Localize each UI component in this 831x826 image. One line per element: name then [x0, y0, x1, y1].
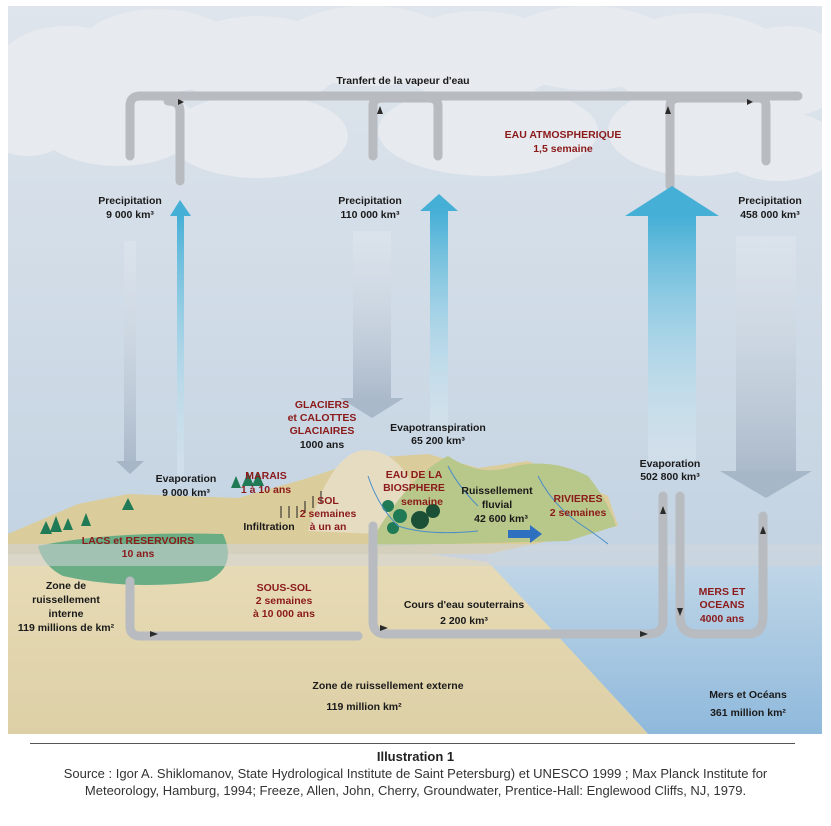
caption-source: Source : Igor A. Shiklomanov, State Hydr… [63, 766, 768, 798]
underground-value: 2 200 km³ [440, 615, 488, 627]
seas-line-3: 4000 ans [700, 613, 745, 625]
sol-time-1: 2 semaines [300, 508, 357, 520]
internal-zone-line-3: interne [48, 608, 83, 620]
precip-mid-value: 110 000 km³ [341, 209, 400, 221]
marais-label: MARAIS [245, 470, 286, 482]
green-hills [368, 456, 616, 546]
external-zone-label: Zone de ruissellement externe [312, 680, 463, 692]
evap-ocean-value: 502 800 km³ [640, 471, 700, 483]
vapour-transfer-label: Tranfert de la vapeur d'eau [336, 75, 469, 87]
infiltration-label: Infiltration [243, 521, 294, 533]
infiltration-arrows [280, 491, 322, 518]
sol-label: SOL [317, 495, 339, 507]
glaciers-line-3: GLACIAIRES [290, 425, 355, 437]
precip-left-label: Precipitation [98, 195, 162, 207]
evap-left-value: 9 000 km³ [162, 487, 210, 499]
evapotranspiration-label: Evapotranspiration [390, 422, 486, 434]
subsoil-label: SOUS-SOL [257, 582, 312, 594]
pipe-arrows [150, 99, 766, 637]
precipitation-arrows [116, 231, 812, 498]
river-flow-arrow [508, 525, 542, 543]
runoff-line-1: Ruissellement [461, 485, 533, 497]
internal-zone-line-4: 119 millions de km² [18, 622, 115, 634]
evap-left-label: Evaporation [156, 473, 217, 485]
sol-time-2: à un an [310, 521, 347, 533]
evapotranspiration-value: 65 200 km³ [411, 435, 465, 447]
seas-line-1: MERS ET [699, 586, 746, 598]
glaciers-line-4: 1000 ans [300, 439, 345, 451]
water-cycle-diagram: Tranfert de la vapeur d'eau EAU ATMOSPHE… [8, 6, 822, 734]
biosphere-line-1: EAU DE LA [386, 469, 443, 481]
internal-zone-line-2: ruissellement [32, 594, 100, 606]
marais-time: 1 à 10 ans [241, 484, 291, 496]
ocean-area-label: Mers et Océans [709, 689, 787, 701]
runoff-line-3: 42 600 km³ [474, 513, 528, 525]
glaciers-label: GLACIERS et CALOTTES GLACIAIRES 1000 ans [288, 399, 357, 451]
caption: Illustration 1 Source : Igor A. Shikloma… [0, 748, 831, 799]
biosphere-line-3: semaine [401, 496, 443, 508]
ocean-area-value: 361 million km² [710, 707, 786, 719]
external-zone-value: 119 million km² [326, 701, 402, 713]
atmospheric-water-time: 1,5 semaine [533, 143, 593, 155]
evap-ocean-label: Evaporation [640, 458, 701, 470]
clouds [8, 6, 822, 181]
water-table-band [8, 544, 822, 566]
trees [40, 472, 440, 534]
rivers-time: 2 semaines [550, 507, 607, 519]
caption-divider [30, 743, 795, 744]
ocean [488, 546, 822, 734]
caption-title: Illustration 1 [376, 749, 455, 764]
glaciers-line-2: et CALOTTES [288, 412, 357, 424]
seas-line-2: OCEANS [700, 599, 745, 611]
atmospheric-water-title: EAU ATMOSPHERIQUE [505, 129, 622, 141]
streams [367, 465, 609, 545]
rivers-label: RIVIERES [553, 493, 602, 505]
precip-right-value: 458 000 km³ [740, 209, 800, 221]
subsoil-time-1: 2 semaines [256, 595, 313, 607]
evaporation-arrows [170, 186, 719, 476]
precip-right-label: Precipitation [738, 195, 802, 207]
precip-mid-label: Precipitation [338, 195, 402, 207]
underground-label: Cours d'eau souterrains [404, 599, 525, 611]
runoff-line-2: fluvial [482, 499, 512, 511]
circulation-pipes [125, 91, 803, 641]
subsoil-time-2: à 10 000 ans [253, 608, 315, 620]
lakes-time: 10 ans [122, 548, 155, 560]
precip-left-value: 9 000 km³ [106, 209, 154, 221]
glaciers-line-1: GLACIERS [295, 399, 349, 411]
internal-zone-line-1: Zone de [46, 580, 86, 592]
lakes-label: LACS et RESERVOIRS [82, 535, 194, 547]
biosphere-line-2: BIOSPHERE [383, 482, 445, 494]
